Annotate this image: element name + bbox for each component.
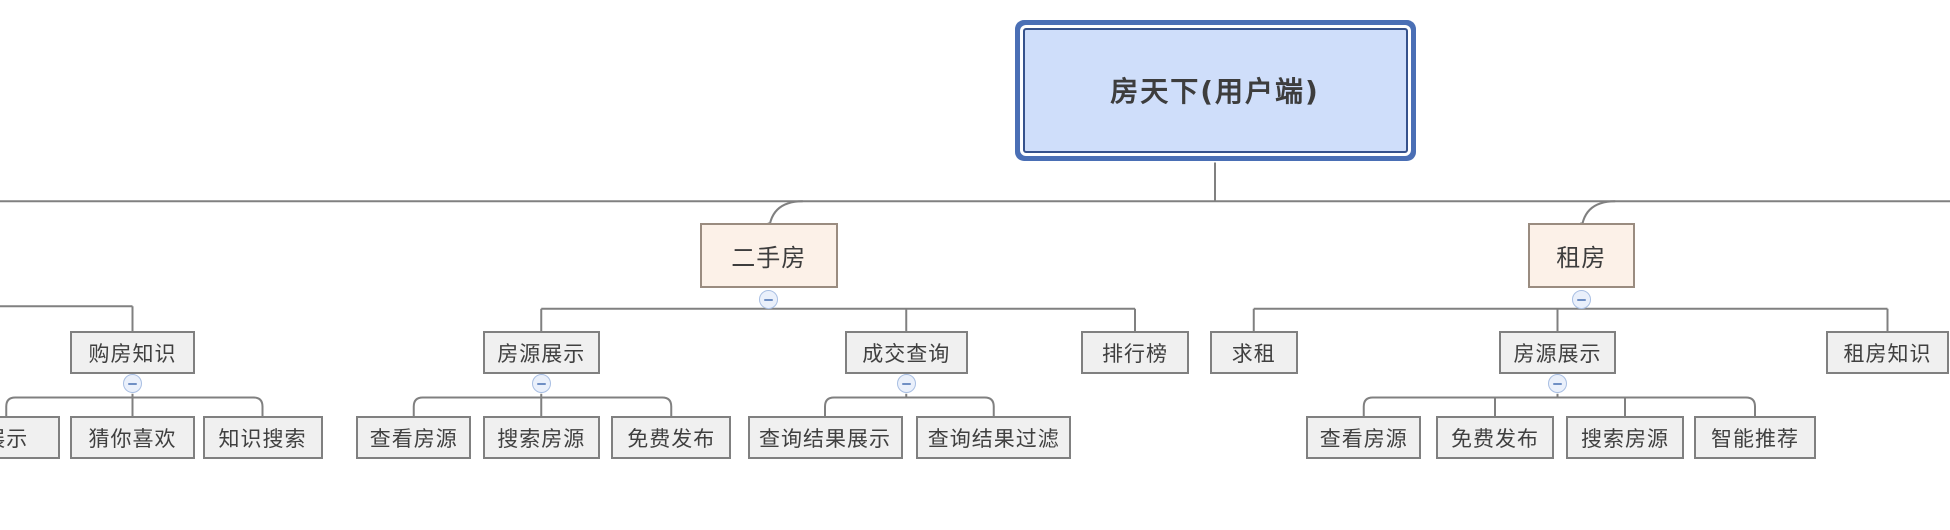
node-zff-mianfei[interactable]: 免费发布 <box>1436 416 1554 459</box>
node-label: 排行榜 <box>1102 341 1168 366</box>
node-gz-caini[interactable]: 猜你喜欢 <box>70 416 195 459</box>
node-label: 查询结果展示 <box>759 426 891 451</box>
node-label: 搜索房源 <box>497 426 586 451</box>
node-label: 展示 <box>0 426 29 451</box>
node-label: 猜你喜欢 <box>88 426 177 451</box>
node-label: 二手房 <box>731 243 807 272</box>
minus-glyph <box>536 382 546 385</box>
node-label: 成交查询 <box>862 341 951 366</box>
node-zff-zhineng[interactable]: 智能推荐 <box>1693 416 1817 459</box>
node-esf-sousuo[interactable]: 搜索房源 <box>482 416 600 459</box>
node-label: 查看房源 <box>369 426 458 451</box>
node-cj-guolv[interactable]: 查询结果过滤 <box>916 416 1072 459</box>
node-label: 免费发布 <box>627 426 716 451</box>
node-label: 智能推荐 <box>1711 426 1799 451</box>
node-zf-qiuzu[interactable]: 求租 <box>1210 331 1298 374</box>
node-label: 租房 <box>1556 243 1607 272</box>
node-es-paihang[interactable]: 排行榜 <box>1081 331 1189 374</box>
node-label: 求租 <box>1231 341 1276 366</box>
node-zf-zhishi[interactable]: 租房知识 <box>1826 331 1949 374</box>
minus-glyph <box>128 382 137 385</box>
node-gouf-zhishi[interactable]: 购房知识 <box>70 331 195 374</box>
node-label: 房源展示 <box>1513 341 1602 366</box>
node-label: 免费发布 <box>1451 426 1539 451</box>
collapse-toggle-icon-es-chengjiao[interactable] <box>896 374 916 394</box>
node-label: 查看房源 <box>1319 426 1408 451</box>
node-label: 查询结果过滤 <box>927 426 1060 451</box>
branch-node-ershoufang[interactable]: 二手房 <box>700 222 838 288</box>
branch-node-zufang[interactable]: 租房 <box>1527 222 1635 288</box>
node-label: 搜索房源 <box>1581 426 1669 451</box>
node-es-fangyuan[interactable]: 房源展示 <box>482 331 600 374</box>
node-es-chengjiao[interactable]: 成交查询 <box>845 331 968 374</box>
node-gz-sousuo[interactable]: 知识搜索 <box>202 416 323 459</box>
collapse-toggle-icon-gouf-zhishi[interactable] <box>123 374 142 394</box>
minus-glyph <box>1576 298 1586 301</box>
node-label: 房源展示 <box>497 341 586 366</box>
collapse-toggle-icon-zufang[interactable] <box>1571 290 1591 309</box>
minus-glyph <box>901 382 911 385</box>
node-esf-chakan[interactable]: 查看房源 <box>356 416 472 459</box>
minus-glyph <box>1553 382 1562 385</box>
collapse-toggle-icon-es-fangyuan[interactable] <box>531 374 551 394</box>
node-esf-mianfei[interactable]: 免费发布 <box>611 416 732 459</box>
node-label: 知识搜索 <box>218 426 307 451</box>
node-label: 购房知识 <box>88 341 177 366</box>
node-zff-sousuo[interactable]: 搜索房源 <box>1566 416 1684 459</box>
minus-glyph <box>764 298 774 301</box>
node-label: 房天下(用户端) <box>1110 75 1320 108</box>
collapse-toggle-icon-ershoufang[interactable] <box>759 290 779 309</box>
root-node[interactable]: 房天下(用户端) <box>1022 27 1408 153</box>
node-gz-zhanshi[interactable]: 展示 <box>0 416 60 459</box>
node-cj-jieguo[interactable]: 查询结果展示 <box>747 416 903 459</box>
node-zf-fangyuan[interactable]: 房源展示 <box>1498 331 1617 374</box>
node-zff-chakan[interactable]: 查看房源 <box>1306 416 1422 459</box>
collapse-toggle-icon-zf-fangyuan[interactable] <box>1548 374 1567 394</box>
node-label: 租房知识 <box>1843 341 1932 366</box>
